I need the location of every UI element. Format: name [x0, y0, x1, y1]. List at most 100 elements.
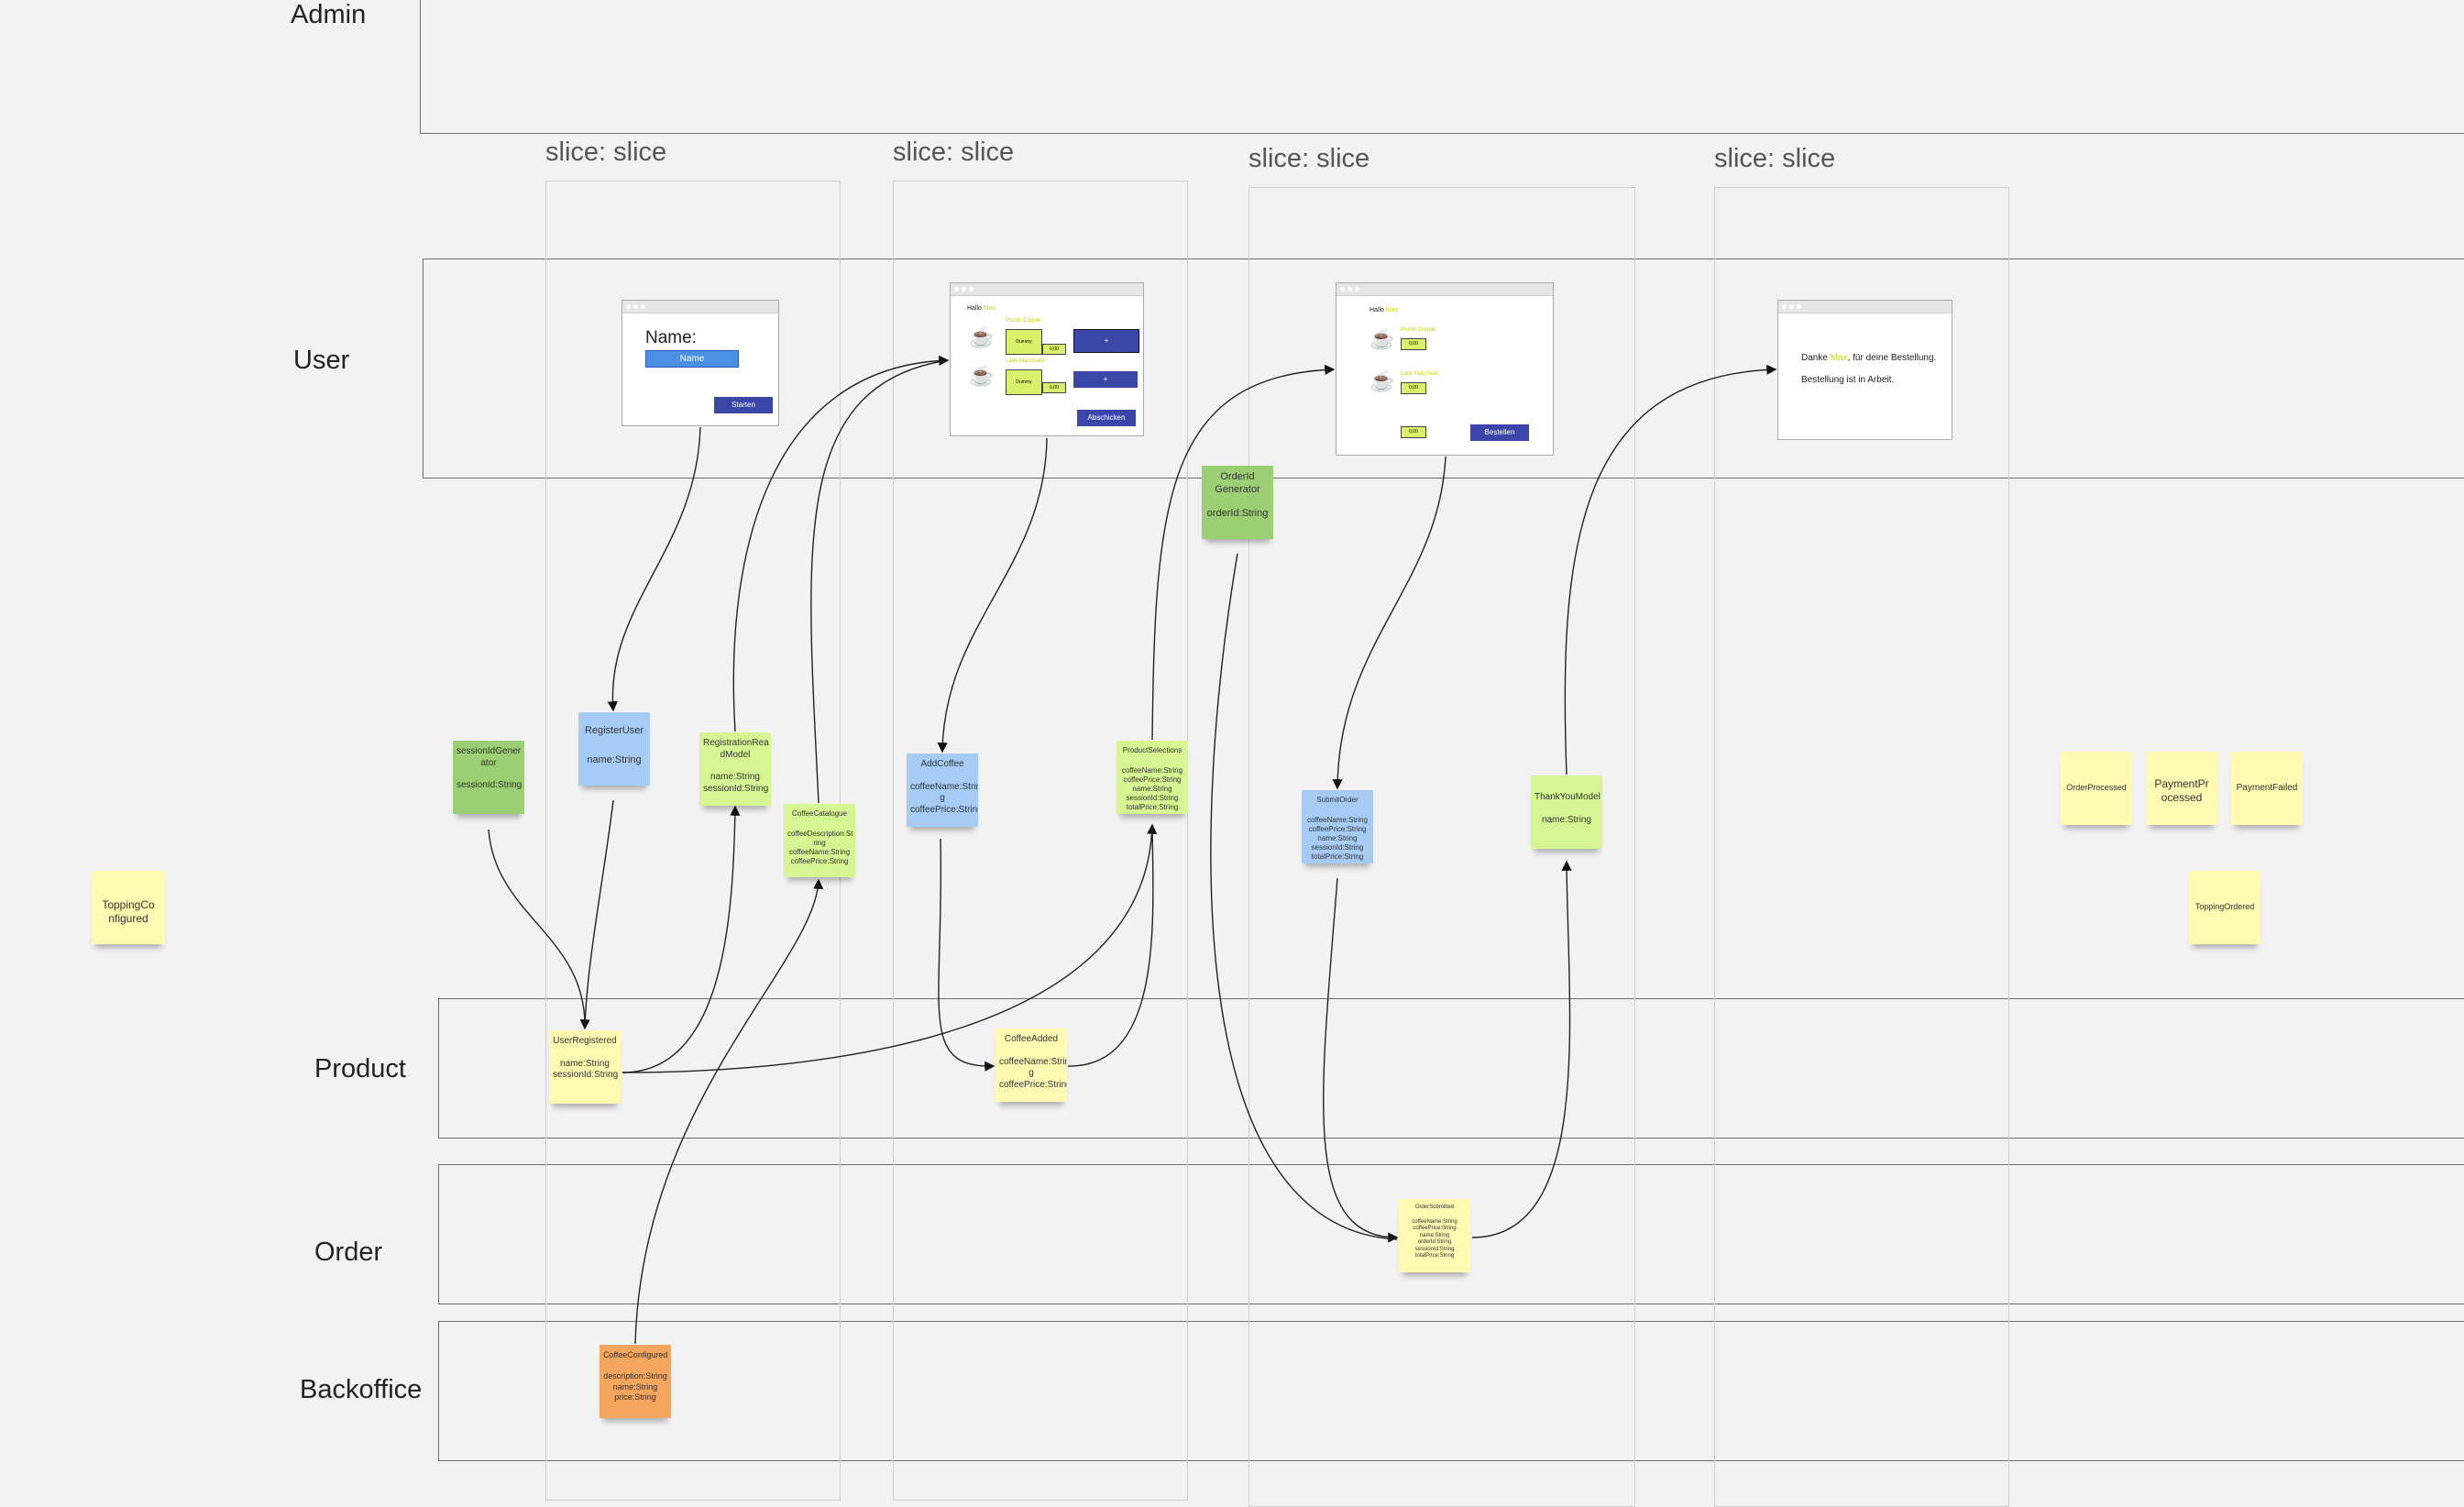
add-coffee-command: AddCoffee coffeeName:Strin g coffeePrice… — [907, 754, 978, 827]
arrow-product-selections-to-order-screen — [1151, 364, 1336, 741]
thank-you-read-model: ThankYouModel name:String — [1531, 776, 1602, 849]
note-title: CoffeeAdded — [1004, 1034, 1059, 1044]
product-name-label: Pronto Dopple — [1401, 327, 1436, 333]
price-chip: 0,00 — [1401, 338, 1426, 350]
lane-label-user: User — [293, 346, 350, 375]
note-fields: coffeeName:String coffeePrice:String nam… — [1306, 816, 1369, 861]
arrow-coffee-configured-to-catalogue — [634, 878, 824, 1345]
user-name-text: Max — [1830, 353, 1848, 363]
lane-label-order: Order — [314, 1238, 383, 1267]
note-fields: coffeeName:String coffeePrice:String nam… — [1121, 766, 1183, 811]
thank-you-suffix: , für deine Bestellung. — [1847, 353, 1937, 363]
session-id-generator-processor: sessionIdGener ator sessionId:String — [453, 741, 524, 814]
coffee-cup-icon: ☕ — [969, 364, 995, 387]
product-name-label: Latte Macchiato — [1006, 358, 1045, 364]
note-title: ThankYouModel — [1534, 792, 1600, 802]
window-titlebar — [1336, 283, 1553, 296]
note-title: ToppingOrdered — [2194, 902, 2255, 911]
order-submitted-event: OrderSubmitted coffeeName:String coffeeP… — [1399, 1199, 1470, 1272]
arrow-order-id-generator-to-order-submitted — [1210, 553, 1398, 1240]
coffee-selection-screen-mockup: Hallo Max ☕ Pronto Dopple Dummy 0,00 + ☕… — [950, 282, 1144, 436]
price-chip: 0,00 — [1042, 344, 1066, 355]
dummy-chip: Dummy — [1006, 329, 1042, 355]
name-label: Name: — [645, 328, 697, 347]
add-coffee-button[interactable]: + — [1073, 329, 1139, 353]
arrow-coffee-added-to-product-selections — [1067, 824, 1154, 1067]
note-title: OrderId Generator — [1215, 471, 1260, 495]
coffee-configured-event: CoffeeConfigured description:String name… — [600, 1345, 671, 1418]
greeting-label: Hallo Max — [1370, 307, 1398, 314]
lane-product — [438, 998, 2464, 1138]
note-fields: coffeeName:Strin g coffeePrice:String — [999, 1056, 1067, 1090]
note-title: CoffeeConfigured — [603, 1350, 668, 1359]
note-fields: coffeeDescription:St ring coffeeName:Str… — [787, 830, 853, 865]
note-fields: sessionId:String — [456, 780, 522, 790]
arrow-submit-order-to-order-submitted — [1323, 877, 1399, 1243]
lane-label-backoffice: Backoffice — [300, 1375, 423, 1404]
note-fields: orderId:String — [1206, 507, 1269, 519]
note-title: OrderSubmitted — [1414, 1204, 1455, 1210]
user-name-text: Max — [1385, 307, 1399, 314]
coffee-added-event: CoffeeAdded coffeeName:Strin g coffeePri… — [996, 1028, 1067, 1102]
note-title: ProductSelections — [1122, 746, 1182, 754]
total-price-chip: 0,00 — [1401, 426, 1426, 438]
note-title: PaymentPr ocessed — [2154, 777, 2209, 804]
note-fields: name:String — [587, 754, 642, 765]
slice-title: slice: slice — [893, 138, 1015, 167]
note-fields: coffeeName:Strin g coffeePrice:String — [910, 781, 978, 815]
note-title: AddCoffee — [920, 759, 964, 769]
arrow-register-user-to-user-registered — [584, 799, 614, 1029]
note-title: SubmitOrder — [1316, 796, 1358, 804]
window-titlebar — [622, 301, 778, 314]
user-registered-event: UserRegistered name:String sessionId:Str… — [549, 1030, 621, 1104]
thank-you-screen-mockup: Danke Max, für deine Bestellung. Bestell… — [1777, 300, 1952, 440]
lane-label-product: Product — [314, 1054, 406, 1084]
arrow-add-coffee-to-coffee-added — [938, 838, 996, 1072]
note-fields: name:String sessionId:String — [553, 1058, 619, 1081]
slice-title: slice: slice — [545, 138, 667, 167]
product-selections-read-model: ProductSelections coffeeName:String coff… — [1116, 741, 1188, 814]
note-title: UserRegistered — [553, 1036, 617, 1046]
price-chip: 0,00 — [1401, 382, 1426, 394]
arrow-session-generator-to-user-registered — [488, 829, 590, 1030]
order-processed-event: OrderProcessed — [2061, 752, 2132, 825]
order-status-message: Bestellung ist in Arbeit. — [1801, 375, 1895, 385]
name-input[interactable]: Name — [645, 350, 739, 368]
slice-title: slice: slice — [1714, 144, 1836, 173]
note-fields: name:String sessionId:String — [703, 772, 769, 794]
register-screen-mockup: Name: Name Starten — [622, 300, 779, 426]
arrow-user-registered-to-product-selections — [622, 823, 1158, 1073]
slice-title: slice: slice — [1248, 144, 1370, 173]
arrow-registration-model-to-select-screen — [732, 355, 950, 732]
window-titlebar — [951, 283, 1143, 296]
price-chip: 0,00 — [1042, 382, 1066, 393]
greeting-text: Hallo — [1370, 307, 1384, 314]
order-button[interactable]: Bestellen — [1470, 424, 1529, 441]
coffee-cup-icon: ☕ — [1370, 369, 1395, 392]
lane-order — [438, 1164, 2464, 1304]
order-screen-mockup: Hallo Max ☕ Pronto Dopple 0,00 ☕ Latte M… — [1336, 282, 1554, 456]
product-name-label: Pronto Dopple — [1006, 318, 1041, 324]
note-title: RegisterUser — [584, 725, 644, 736]
arrow-thank-you-model-to-thanks-screen — [1564, 364, 1777, 776]
note-title: sessionIdGener ator — [456, 746, 522, 768]
thank-you-message: Danke Max, für deine Bestellung. — [1801, 353, 1936, 363]
note-fields: name:String — [1542, 814, 1591, 825]
lane-backoffice — [438, 1321, 2464, 1461]
product-name-label: Latte Macchiato — [1401, 371, 1440, 377]
start-button[interactable]: Starten — [714, 397, 773, 413]
coffee-catalogue-read-model: CoffeeCatalogue coffeeDescription:St rin… — [784, 804, 855, 877]
register-user-command: RegisterUser name:String — [578, 712, 650, 786]
registration-read-model: RegistrationRea dModel name:String sessi… — [699, 732, 771, 806]
thank-you-prefix: Danke — [1801, 353, 1828, 363]
topping-configured-event: ToppingCo nfigured — [92, 871, 165, 944]
greeting-label: Hallo Max — [967, 305, 996, 312]
note-fields: coffeeName:String coffeePrice:String nam… — [1412, 1218, 1458, 1260]
arrow-order-submitted-to-thank-you-model — [1471, 860, 1572, 1238]
add-coffee-button[interactable]: + — [1073, 371, 1138, 388]
coffee-cup-icon: ☕ — [969, 325, 995, 348]
payment-failed-event: PaymentFailed — [2231, 752, 2303, 825]
submit-selection-button[interactable]: Abschicken — [1077, 410, 1136, 426]
